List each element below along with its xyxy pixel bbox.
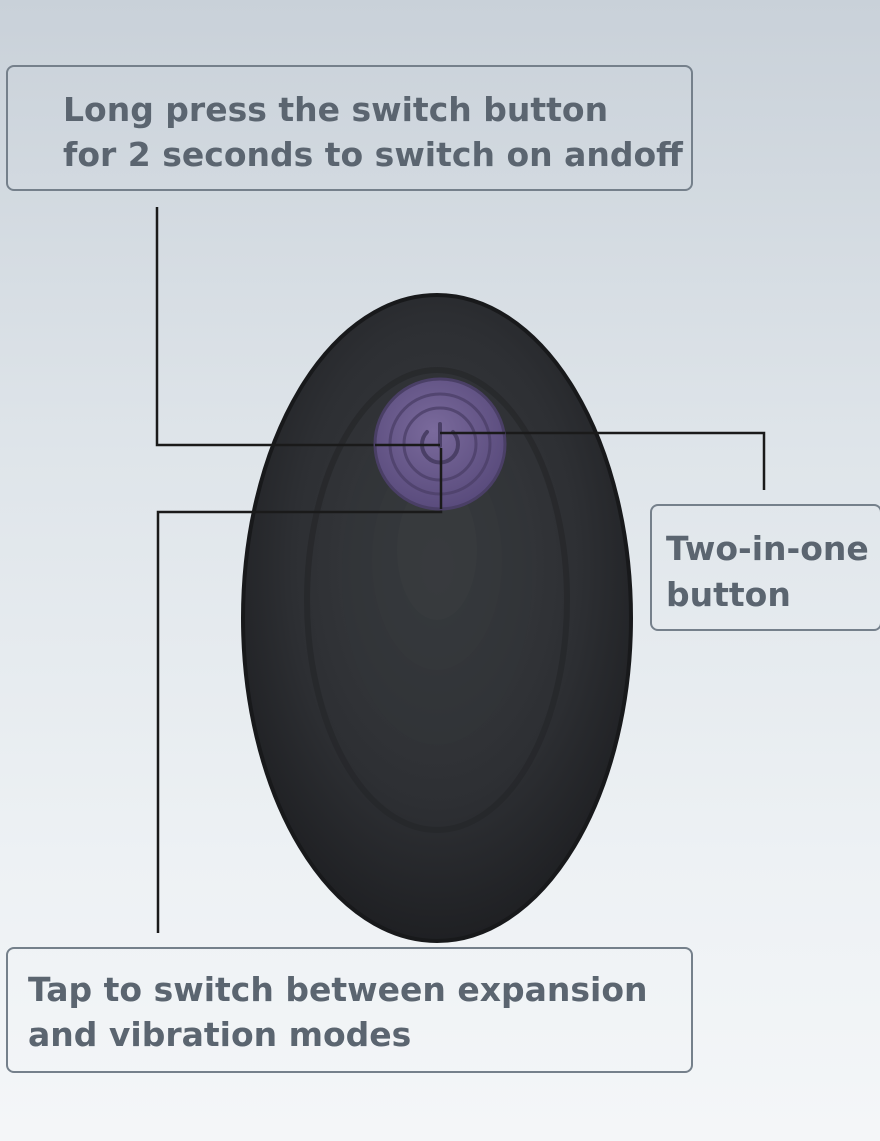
callout-power-instructions: Long press the switch button for 2 secon…	[6, 65, 693, 191]
leader-line-power	[155, 207, 440, 447]
callout-mode-instructions: Tap to switch between expansion and vibr…	[6, 947, 693, 1073]
callout-button-text: Two-in-one button	[666, 529, 869, 614]
device-body	[241, 293, 633, 943]
leader-lines-front	[375, 431, 505, 509]
callout-mode-text: Tap to switch between expansion and vibr…	[28, 970, 648, 1054]
callout-power-text: Long press the switch button for 2 secon…	[63, 90, 683, 174]
callout-two-in-one-button: Two-in-one button	[650, 504, 880, 631]
leader-line-button	[440, 431, 766, 490]
